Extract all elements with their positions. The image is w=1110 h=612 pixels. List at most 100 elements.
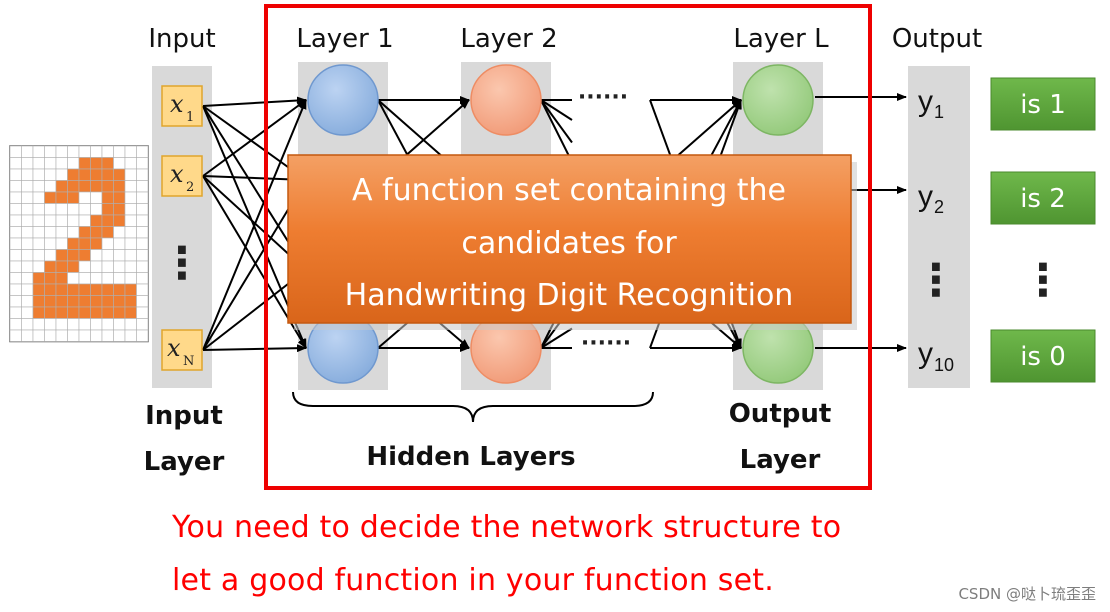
input-node-x2: x 2 — [161, 155, 203, 197]
digit-pixel-off — [101, 272, 114, 285]
digit-pixel-off — [67, 203, 80, 216]
digit-pixel-off — [44, 329, 57, 342]
digit-pixel-on — [67, 306, 80, 319]
digit-pixel-off — [55, 329, 68, 342]
digit-pixel-off — [124, 214, 137, 227]
caption-line-2: let a good function in your function set… — [172, 563, 774, 598]
digit-pixel-off — [9, 260, 22, 273]
digit-pixel-on — [32, 306, 45, 319]
digit-pixel-off — [124, 249, 137, 262]
digit-pixel-off — [124, 237, 137, 250]
digit-pixel-off — [9, 237, 22, 250]
digit-pixel-off — [9, 203, 22, 216]
digit-pixel-on — [55, 191, 68, 204]
digit-pixel-on — [67, 283, 80, 296]
digit-pixel-off — [124, 226, 137, 239]
digit-pixel-on — [90, 180, 103, 193]
digit-pixel-off — [90, 318, 103, 331]
digit-pixel-off — [55, 145, 68, 158]
digit-pixel-off — [21, 237, 34, 250]
result-box-2: is 2 — [990, 171, 1096, 225]
digit-pixel-on — [90, 168, 103, 181]
digit-pixel-on — [101, 168, 114, 181]
digit-pixel-on — [32, 272, 45, 285]
digit-pixel-off — [9, 329, 22, 342]
digit-pixel-off — [9, 249, 22, 262]
connection — [540, 99, 573, 144]
digit-pixel-on — [78, 306, 91, 319]
digit-pixel-off — [90, 203, 103, 216]
digit-pixel-on — [55, 249, 68, 262]
digit-pixel-on — [101, 157, 114, 170]
svg-text:1: 1 — [186, 110, 194, 125]
digit-pixel-on — [78, 237, 91, 250]
digit-pixel-off — [136, 295, 149, 308]
digit-pixel-on — [113, 283, 126, 296]
digit-pixel-off — [9, 214, 22, 227]
digit-pixel-off — [136, 168, 149, 181]
svg-text:2: 2 — [934, 197, 944, 217]
digit-pixel-off — [136, 237, 149, 250]
digit-pixel-off — [136, 249, 149, 262]
digit-pixel-on — [113, 203, 126, 216]
digit-pixel-off — [78, 203, 91, 216]
digit-pixel-off — [101, 318, 114, 331]
digit-pixel-off — [32, 329, 45, 342]
hidden-ellipsis-bottom: ······ — [581, 331, 631, 356]
digit-pixel-off — [9, 191, 22, 204]
digit-pixel-on — [113, 168, 126, 181]
digit-pixel-on — [113, 180, 126, 193]
digit-pixel-on — [113, 191, 126, 204]
digit-pixel-on — [78, 226, 91, 239]
digit-pixel-on — [78, 168, 91, 181]
digit-pixel-off — [124, 168, 137, 181]
digit-pixel-off — [124, 191, 137, 204]
connection — [202, 99, 307, 351]
digit-pixel-off — [136, 145, 149, 158]
digit-pixel-off — [78, 191, 91, 204]
digit-pixel-on — [124, 295, 137, 308]
digit-pixel-on — [67, 180, 80, 193]
output-column — [908, 66, 970, 388]
svg-text:2: 2 — [186, 180, 194, 195]
digit-pixel-on — [55, 180, 68, 193]
digit-pixel-off — [21, 295, 34, 308]
digit-pixel-on — [67, 168, 80, 181]
digit-pixel-off — [55, 168, 68, 181]
svg-text:10: 10 — [934, 355, 954, 375]
digit-pixel-on — [44, 295, 57, 308]
digit-pixel-off — [55, 157, 68, 170]
digit-pixel-off — [32, 168, 45, 181]
result-box-0: is 0 — [990, 329, 1096, 383]
svg-text:y: y — [918, 337, 933, 370]
digit-pixel-off — [9, 318, 22, 331]
digit-pixel-off — [67, 272, 80, 285]
digit-pixel-off — [44, 249, 57, 262]
connection — [202, 99, 307, 177]
digit-pixel-off — [32, 180, 45, 193]
digit-pixel-on — [90, 157, 103, 170]
digit-pixel-on — [67, 191, 80, 204]
svg-text:is 0: is 0 — [1020, 342, 1066, 372]
digit-pixel-off — [32, 191, 45, 204]
digit-pixel-off — [124, 157, 137, 170]
digit-pixel-off — [90, 145, 103, 158]
digit-pixel-off — [32, 203, 45, 216]
label-output-layer-line1: Output — [729, 399, 832, 429]
input-node-x1: x 1 — [161, 85, 203, 127]
label-hidden-layers: Hidden Layers — [366, 442, 575, 472]
svg-text:y: y — [918, 85, 933, 118]
digit-pixel-off — [67, 214, 80, 227]
svg-text:1: 1 — [934, 102, 944, 122]
digit-pixel-off — [113, 249, 126, 262]
digit-pixel-off — [124, 180, 137, 193]
digit-pixel-off — [90, 260, 103, 273]
digit-pixel-on — [101, 283, 114, 296]
digit-pixel-on — [113, 214, 126, 227]
output-y2: y 2 — [918, 180, 944, 217]
digit-pixel-on — [44, 260, 57, 273]
connection — [540, 99, 573, 121]
digit-pixel-on — [55, 295, 68, 308]
digit-pixel-off — [55, 226, 68, 239]
digit-pixel-off — [9, 145, 22, 158]
